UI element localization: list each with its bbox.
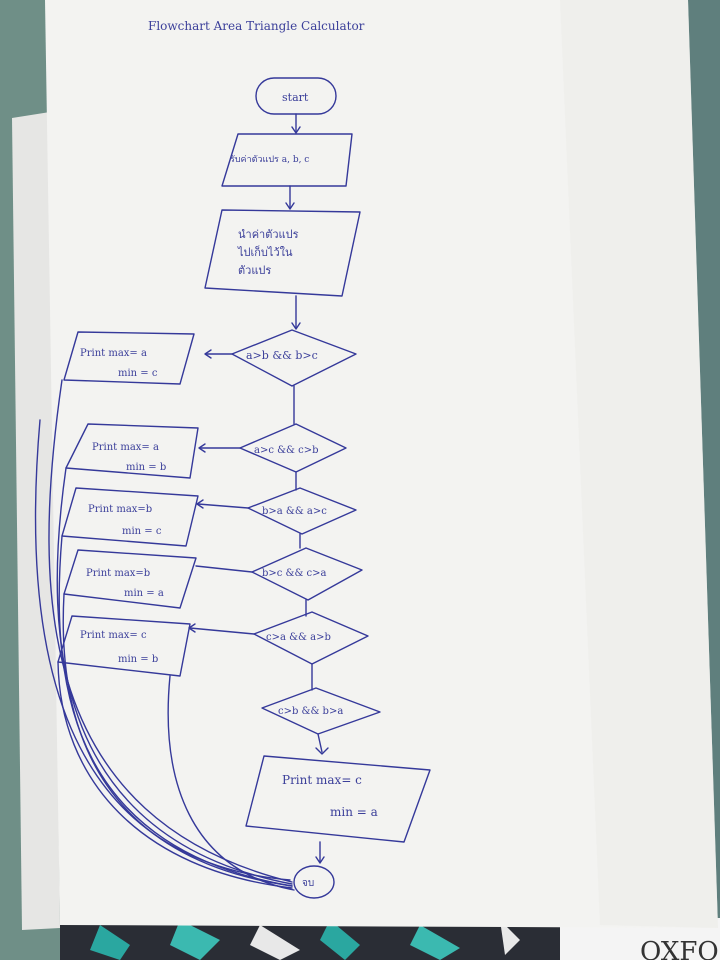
decision-5 — [253, 611, 369, 665]
output-1-line-2: min = c — [118, 368, 158, 379]
branch-arrow — [197, 503, 249, 509]
arrow-head — [198, 443, 206, 453]
arrow-head — [315, 856, 325, 864]
decision-6-label: c>b && b>a — [278, 706, 343, 717]
decision-5-label: c>a && a>b — [266, 632, 331, 643]
process-line-2: ไปเก็บไว้ใน — [237, 245, 293, 259]
return-line-6 — [167, 675, 295, 891]
output-5-line-1: Print max= c — [80, 630, 147, 641]
decision-2 — [239, 423, 347, 473]
output-box-4 — [63, 549, 197, 609]
decision-6 — [261, 687, 381, 735]
process-box — [204, 209, 361, 297]
process-line-1: นำค่าตัวแปร — [238, 228, 299, 241]
process-line-3: ตัวแปร — [238, 264, 271, 277]
decision-4-label: b>c && c>a — [262, 568, 327, 579]
output-box-2 — [65, 423, 199, 479]
arrow-head — [204, 349, 212, 359]
return-line-4 — [62, 593, 293, 887]
end-label: จบ — [302, 878, 314, 889]
output-6-line-2: min = a — [330, 805, 378, 819]
output-box-3 — [61, 487, 199, 547]
start-label: start — [282, 91, 309, 104]
return-line-7 — [34, 419, 291, 881]
output-4-line-2: min = a — [124, 588, 164, 599]
decision-4 — [251, 547, 363, 601]
decision-1-label: a>b && b>c — [246, 349, 318, 362]
arrow-head — [315, 747, 329, 755]
output-4-line-1: Print max=b — [86, 568, 150, 579]
output-3-line-1: Print max=b — [88, 504, 152, 515]
arrow-head — [285, 202, 295, 210]
paper-sheet — [45, 0, 718, 928]
output-2-line-2: min = b — [126, 462, 166, 473]
input-box — [221, 133, 353, 187]
cloth-pattern-shape — [250, 925, 300, 960]
output-1-line-1: Print max= a — [80, 348, 147, 359]
decision-2-label: a>c && c>b — [254, 445, 318, 456]
input-label: รับค่าตัวแปร a, b, c — [230, 155, 309, 165]
decision-3 — [247, 487, 357, 535]
decision-1 — [231, 329, 357, 387]
arrow-head — [291, 126, 301, 134]
output-box-5 — [57, 615, 191, 677]
output-5-line-2: min = b — [118, 654, 158, 665]
output-2-line-1: Print max= a — [92, 442, 159, 453]
output-3-line-2: min = c — [122, 526, 162, 537]
decision-3-label: b>a && a>c — [262, 506, 327, 517]
cloth-pattern-shape — [170, 920, 220, 960]
branch-arrow — [189, 627, 255, 635]
output-box-1 — [63, 331, 195, 385]
notebook-brand: OXFO — [640, 937, 719, 960]
arrow-head — [196, 499, 204, 509]
end-terminator — [293, 865, 335, 899]
cloth-pattern-shape — [410, 925, 460, 960]
page-title: Flowchart Area Triangle Calculator — [148, 19, 365, 33]
output-6-line-1: Print max= c — [282, 773, 362, 787]
cloth-pattern-shape — [320, 920, 360, 960]
cloth-pattern-shape — [500, 920, 520, 955]
arrow-head — [291, 322, 301, 330]
paper-shade — [560, 0, 718, 928]
branch-arrow — [195, 565, 253, 573]
return-line-2 — [56, 467, 293, 885]
connector-arrow — [317, 733, 323, 753]
output-box-6 — [245, 755, 431, 843]
cloth-pattern-shape — [90, 925, 130, 960]
